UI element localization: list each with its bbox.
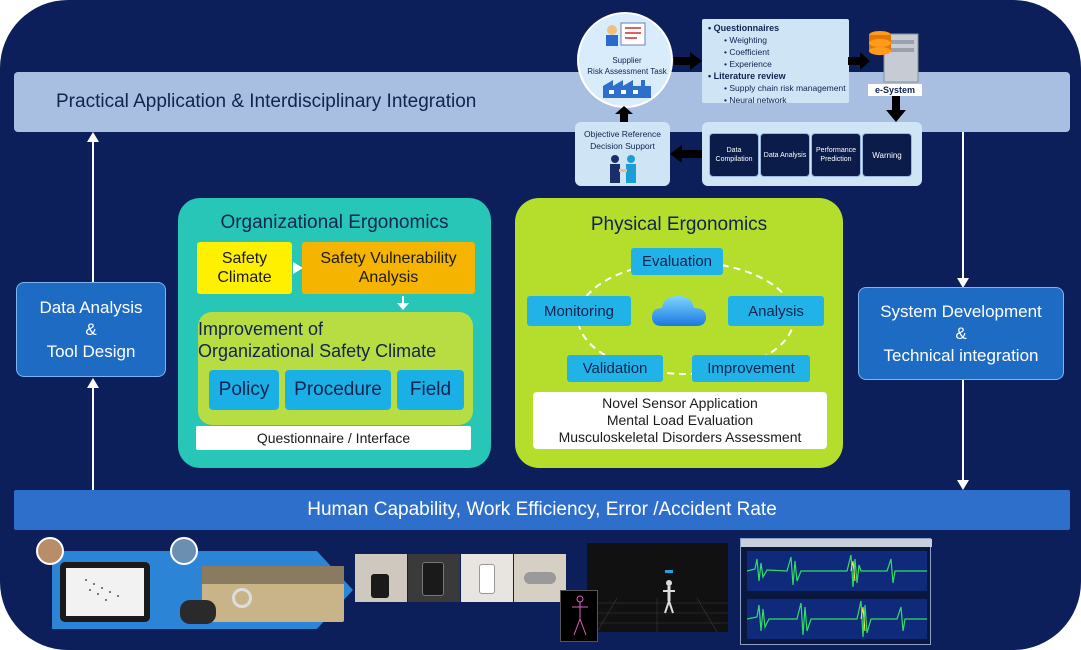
system-development-box: System Development & Technical integrati… [858,287,1064,380]
vr-scene-photo [202,566,344,622]
server-icon [866,26,922,84]
safety-climate-box: Safety Climate [197,242,292,294]
arrow-icon [957,480,969,490]
bottom-band-label: Human Capability, Work Efficiency, Error… [307,499,777,520]
improvement-panel: Improvement of Organizational Safety Cli… [198,312,473,425]
emg-signal-chart [740,538,932,645]
handheld-device-photo [461,554,513,602]
phy-title: Physical Ergonomics [590,214,768,235]
field-chip: Field [397,370,464,410]
arrow-icon [397,296,409,310]
arrow-icon [615,106,633,122]
step-warning: Warning [862,133,912,177]
physical-ergonomics-panel: Physical Ergonomics Evaluation Monitorin… [515,198,843,468]
monitoring-node: Monitoring [527,296,631,326]
cloud-icon [650,292,708,330]
questionnaire-item: • Experience [724,59,772,69]
decision-support-label: Objective Reference Decision Support [583,129,661,151]
arrow-icon [886,96,906,122]
literature-item: • Supply chain risk management [724,83,846,93]
tablet-photo [60,562,150,622]
org-title: Organizational Ergonomics [220,212,449,233]
evaluation-node: Evaluation [631,248,723,275]
arrow-icon [674,52,702,70]
literature-item: • Neural network [724,95,787,105]
user-avatar-photo [36,537,64,565]
bottom-band: Human Capability, Work Efficiency, Error… [14,490,1070,530]
literature-heading: • Literature review [708,71,786,81]
analysis-node: Analysis [728,296,824,326]
supplier-task-label: Supplier Risk Assessment Task [587,56,667,76]
connector-line [962,132,964,280]
policy-chip: Policy [209,370,279,410]
arrow-icon [87,132,99,142]
factory-icon [601,80,653,98]
questionnaire-item: • Weighting [724,35,767,45]
procedure-chip: Procedure [285,370,391,410]
vulnerability-analysis-box: Safety Vulnerability Analysis [302,242,475,294]
decision-support-panel: Objective Reference Decision Support [575,122,670,186]
improvement-node: Improvement [692,355,810,382]
literature-panel: • Questionnaires • Weighting • Coefficie… [702,19,849,105]
step-data-compilation: Data Compilation [709,133,759,177]
organizational-ergonomics-panel: Organizational Ergonomics Safety Climate… [178,198,491,468]
questionnaires-heading: • Questionnaires [708,23,780,33]
data-analysis-box: Data Analysis & Tool Design [16,282,166,377]
checklist-icon [603,22,649,48]
questionnaire-item: • Coefficient [724,47,770,57]
arrow-icon [670,145,702,163]
handshake-icon [607,154,639,184]
supplier-task-node: Supplier Risk Assessment Task [577,12,673,108]
vr-headset-photo [180,600,216,624]
arrow-icon [87,378,99,388]
handheld-device-photo [408,554,460,602]
handheld-device-photo [514,554,566,602]
motion-capture-photo [587,543,728,632]
step-data-analysis: Data Analysis [760,133,810,177]
improvement-title: Improvement of Organizational Safety Cli… [198,319,437,361]
top-band-label: Practical Application & Interdisciplinar… [56,91,477,112]
server-label: e-System [868,84,922,96]
validation-node: Validation [567,355,663,382]
connector-line [92,386,94,490]
questionnaire-interface-label: Questionnaire / Interface [196,426,471,450]
user-avatar-photo [170,537,198,565]
analysis-steps-panel: Data Compilation Data Analysis Performan… [702,122,922,186]
arrow-icon [957,278,969,288]
connector-line [92,140,94,282]
skeleton-tracking-photo [560,590,598,642]
handheld-device-photo [355,554,407,602]
physical-notes: Novel Sensor Application Mental Load Eva… [533,392,827,449]
arrow-icon [293,262,303,274]
arrow-icon [848,52,870,70]
connector-line [962,380,964,480]
step-performance-prediction: Performance Prediction [811,133,861,177]
